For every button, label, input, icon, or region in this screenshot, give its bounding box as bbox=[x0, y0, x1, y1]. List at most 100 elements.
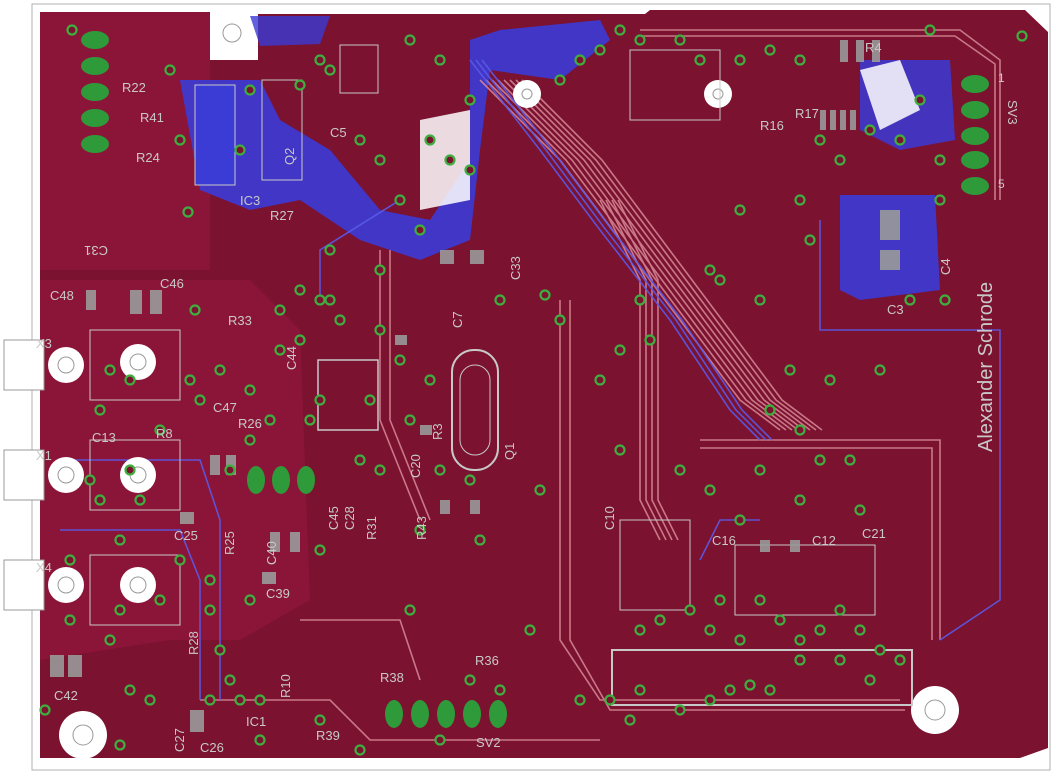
via bbox=[814, 454, 826, 466]
via bbox=[654, 614, 666, 626]
via bbox=[794, 494, 806, 506]
via bbox=[1016, 30, 1028, 42]
via bbox=[314, 394, 326, 406]
via bbox=[904, 294, 916, 306]
via bbox=[764, 684, 776, 696]
via bbox=[354, 454, 366, 466]
mounting-hole-top-mid-right bbox=[704, 80, 732, 108]
ic-ic3 bbox=[194, 84, 236, 186]
via bbox=[334, 314, 346, 326]
via bbox=[604, 694, 616, 706]
via bbox=[364, 394, 376, 406]
via bbox=[774, 614, 786, 626]
via bbox=[444, 154, 456, 166]
label-r16: R16 bbox=[760, 118, 784, 133]
via bbox=[674, 464, 686, 476]
via bbox=[634, 624, 646, 636]
via bbox=[374, 324, 386, 336]
via bbox=[939, 294, 951, 306]
label-r31: R31 bbox=[364, 516, 379, 540]
via bbox=[224, 674, 236, 686]
via bbox=[104, 364, 116, 376]
via bbox=[734, 514, 746, 526]
label-r28: R28 bbox=[186, 631, 201, 655]
via bbox=[104, 634, 116, 646]
via bbox=[734, 204, 746, 216]
via bbox=[724, 684, 736, 696]
via bbox=[214, 644, 226, 656]
via bbox=[204, 694, 216, 706]
via bbox=[234, 144, 246, 156]
via bbox=[314, 294, 326, 306]
via bbox=[594, 44, 606, 56]
bottom-copper-area-1 bbox=[180, 20, 610, 260]
via bbox=[394, 354, 406, 366]
label-r43: R43 bbox=[414, 516, 429, 540]
via bbox=[314, 544, 326, 556]
via bbox=[434, 464, 446, 476]
label-pin1: 1 bbox=[998, 71, 1005, 85]
via bbox=[254, 734, 266, 746]
label-c5: C5 bbox=[330, 125, 347, 140]
label-r24: R24 bbox=[136, 150, 160, 165]
label-c47: C47 bbox=[213, 400, 237, 415]
via bbox=[182, 206, 194, 218]
label-r38: R38 bbox=[380, 670, 404, 685]
via bbox=[714, 594, 726, 606]
via bbox=[684, 604, 696, 616]
via bbox=[434, 734, 446, 746]
via bbox=[244, 434, 256, 446]
via bbox=[634, 34, 646, 46]
via bbox=[184, 374, 196, 386]
via bbox=[494, 294, 506, 306]
via bbox=[634, 684, 646, 696]
via bbox=[204, 574, 216, 586]
label-c42: C42 bbox=[54, 688, 78, 703]
silkscreen-labels: R22 R24 IC3 C5 Q2 R4 R16 R17 C4 C3 C33 C… bbox=[36, 40, 1020, 755]
label-sv3: SV3 bbox=[1005, 100, 1020, 125]
crystal-q1 bbox=[451, 349, 499, 471]
via bbox=[754, 464, 766, 476]
via bbox=[94, 404, 106, 416]
via bbox=[864, 674, 876, 686]
label-ic3: IC3 bbox=[240, 193, 260, 208]
via bbox=[66, 24, 78, 36]
via bbox=[304, 414, 316, 426]
via bbox=[434, 54, 446, 66]
via-grid bbox=[39, 24, 1028, 756]
via bbox=[734, 634, 746, 646]
header-left-top bbox=[81, 31, 109, 153]
via bbox=[314, 714, 326, 726]
via bbox=[404, 34, 416, 46]
via bbox=[474, 534, 486, 546]
mounting-hole-top-left bbox=[210, 11, 254, 55]
label-c13: C13 bbox=[92, 430, 116, 445]
jack-x3 bbox=[3, 329, 181, 401]
via bbox=[934, 194, 946, 206]
label-c10: C10 bbox=[602, 506, 617, 530]
via bbox=[354, 744, 366, 756]
author-name: Alexander Schrode bbox=[975, 282, 997, 452]
label-c20: C20 bbox=[408, 454, 423, 478]
via bbox=[614, 444, 626, 456]
via bbox=[414, 224, 426, 236]
via bbox=[324, 294, 336, 306]
label-c39: C39 bbox=[266, 586, 290, 601]
via bbox=[854, 624, 866, 636]
label-x3: X3 bbox=[36, 336, 52, 351]
label-r41: R41 bbox=[140, 110, 164, 125]
via bbox=[124, 684, 136, 696]
via bbox=[854, 504, 866, 516]
label-r4: R4 bbox=[865, 40, 882, 55]
via bbox=[424, 134, 436, 146]
via bbox=[374, 154, 386, 166]
via bbox=[744, 679, 756, 691]
via bbox=[814, 624, 826, 636]
ic-top-conn bbox=[629, 49, 721, 121]
label-q1: Q1 bbox=[502, 443, 517, 460]
header-sv3 bbox=[961, 75, 989, 195]
label-c26: C26 bbox=[200, 740, 224, 755]
ic-fpc-connector bbox=[611, 649, 913, 706]
via bbox=[924, 24, 936, 36]
